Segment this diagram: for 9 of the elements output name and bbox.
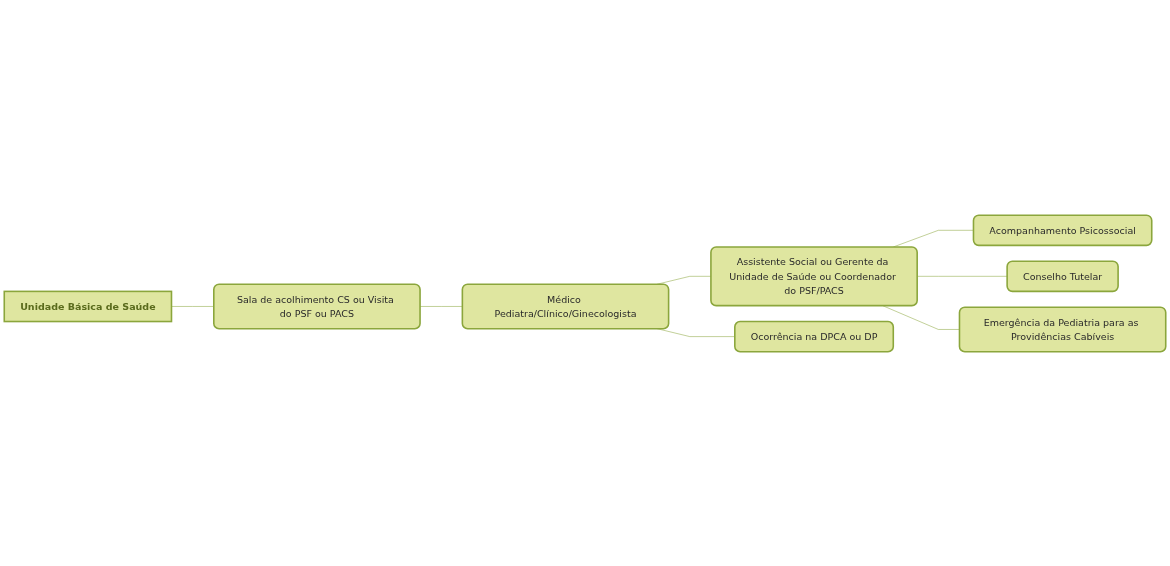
node-box: Unidade Básica de Saúde [3,290,173,322]
node-box: Acompanhamento Psicossocial [972,214,1153,246]
node-box: Ocorrência na DPCA ou DP [734,320,895,352]
node-box: Assistente Social ou Gerente da Unidade de Saúde ou Coordenador do PSF/PACS [710,245,918,306]
connector [882,304,960,330]
node-box: Médico Pediatra/Clínico/Ginecologista [461,283,670,329]
node-box: Emergência da Pediatria para as Providências Cabíveis [958,306,1167,352]
node-box: Sala de acolhimento CS ou Visita do PSF ou PACS [213,283,421,329]
node-box: Conselho Tutelar [1006,260,1119,292]
